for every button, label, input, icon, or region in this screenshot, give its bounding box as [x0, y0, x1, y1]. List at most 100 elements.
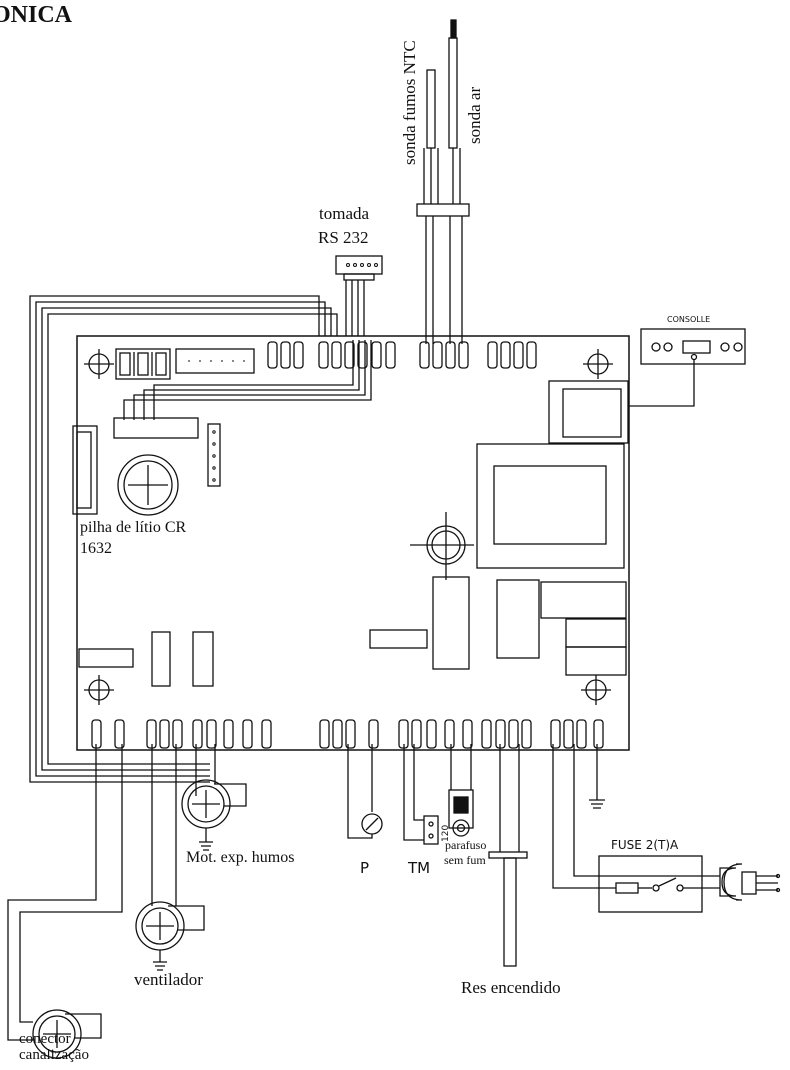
terminal-pin-top: [513, 341, 524, 369]
consolle-panel: [628, 328, 746, 407]
label-canalization-line1-visible: conector: [19, 1031, 71, 1047]
mount-hole-top-right: [583, 349, 613, 379]
label-igniter: Res encendido: [461, 978, 561, 997]
ribbon-connector-left: [72, 425, 98, 515]
label-battery-line1: pilha de lítio CR: [80, 519, 187, 536]
label-pressure: P: [360, 859, 369, 877]
pressure-switch: [347, 744, 383, 839]
mount-hole-top-left: [84, 349, 114, 379]
mount-hole-bottom-left: [84, 675, 114, 705]
terminal-pin-bottom: [114, 719, 125, 749]
relay-2: [496, 579, 540, 659]
label-fuse: FUSE 2(T)A: [611, 838, 679, 852]
label-canalization-line2: canalização: [19, 1047, 89, 1063]
terminal-pin-top: [318, 341, 329, 369]
terminal-pin-bottom: [411, 719, 422, 749]
terminal-pin-bottom: [426, 719, 437, 749]
terminal-pin-bottom: [462, 719, 473, 749]
label-fan: ventilador: [134, 970, 203, 989]
screw-sensor: [448, 744, 474, 837]
terminal-pin-bottom: [550, 719, 561, 749]
terminal-pin-bottom: [91, 719, 102, 749]
component-left-wide: [78, 648, 134, 668]
terminal-pin-bottom: [521, 719, 532, 749]
probe-wires: [416, 19, 470, 344]
label-thermostat-value: 120: [441, 825, 451, 842]
pin-strip-vertical: [207, 423, 221, 487]
wire-bundle-left: [29, 295, 372, 783]
label-air-probe: sonda ar: [465, 87, 484, 144]
terminal-pin-top: [344, 341, 355, 369]
terminal-pin-top: [487, 341, 498, 369]
terminal-pin-top: [331, 341, 342, 369]
terminal-pin-top: [526, 341, 537, 369]
header-6pin: [175, 348, 255, 374]
terminal-pin-bottom: [508, 719, 519, 749]
terminal-pin-bottom: [332, 719, 343, 749]
page-title: ONICA: [0, 2, 73, 28]
terminal-pin-top: [293, 341, 304, 369]
ignition-resistor: [488, 744, 528, 967]
component-resistor-1: [151, 631, 171, 687]
ground-screw-center: [410, 512, 474, 580]
terminal-pin-bottom: [368, 719, 379, 749]
thermostat: [403, 744, 439, 845]
header-6pin-lower: [113, 417, 199, 439]
terminal-pin-bottom: [593, 719, 604, 749]
terminal-pin-bottom: [345, 719, 356, 749]
terminal-pin-bottom: [481, 719, 492, 749]
power-plug: [719, 863, 781, 901]
terminal-pin-bottom: [261, 719, 272, 749]
terminal-pin-top: [445, 341, 456, 369]
component-small: [369, 629, 428, 649]
label-screw-line2: sem fum: [444, 853, 486, 867]
label-consolle: CONSOLLE: [667, 315, 710, 324]
terminal-pin-top: [385, 341, 396, 369]
terminal-pin-bottom: [398, 719, 409, 749]
terminal-pin-bottom: [172, 719, 183, 749]
header-3pin: [115, 348, 171, 380]
label-screw-line1: parafuso: [445, 838, 486, 852]
mount-hole-bottom-right: [581, 675, 611, 705]
terminal-pin-top: [419, 341, 430, 369]
label-battery-line2: 1632: [80, 540, 112, 557]
terminal-pin-bottom: [223, 719, 234, 749]
fuse-box: [552, 744, 720, 913]
terminal-pin-top: [432, 341, 443, 369]
terminal-pin-top: [458, 341, 469, 369]
label-ntc-probe: sonda fumos NTC: [400, 40, 419, 165]
canalization-fan: [7, 744, 123, 1059]
exhaust-motor: [181, 744, 247, 851]
terminal-pin-bottom: [563, 719, 574, 749]
label-exhaust-motor: Mot. exp. humos: [186, 849, 294, 866]
terminal-pin-top: [280, 341, 291, 369]
lithium-battery-holder: [117, 454, 179, 516]
relay-1: [432, 576, 470, 670]
relay-3: [540, 581, 627, 619]
ground-symbol: [589, 744, 605, 809]
transformer: [476, 443, 625, 569]
rs232-socket: [335, 255, 383, 308]
terminal-pin-bottom: [146, 719, 157, 749]
probe-connector: [416, 203, 470, 217]
relay-5: [565, 646, 627, 676]
terminal-pin-bottom: [159, 719, 170, 749]
terminal-pin-bottom: [576, 719, 587, 749]
terminal-pin-bottom: [206, 719, 217, 749]
label-thermostat: TM: [407, 859, 430, 877]
terminal-pin-bottom: [242, 719, 253, 749]
label-rs232-line2: RS 232: [318, 228, 369, 247]
terminal-pin-bottom: [319, 719, 330, 749]
component-resistor-2: [192, 631, 214, 687]
terminal-pin-bottom: [495, 719, 506, 749]
fan-motor: [135, 744, 205, 971]
bottom-terminal-row: [91, 719, 604, 749]
rj-connector: [548, 380, 629, 444]
terminal-pin-bottom: [192, 719, 203, 749]
label-rs232-line1: tomada: [319, 204, 369, 223]
terminal-pin-top: [267, 341, 278, 369]
terminal-pin-bottom: [444, 719, 455, 749]
top-terminal-row: [267, 341, 537, 369]
